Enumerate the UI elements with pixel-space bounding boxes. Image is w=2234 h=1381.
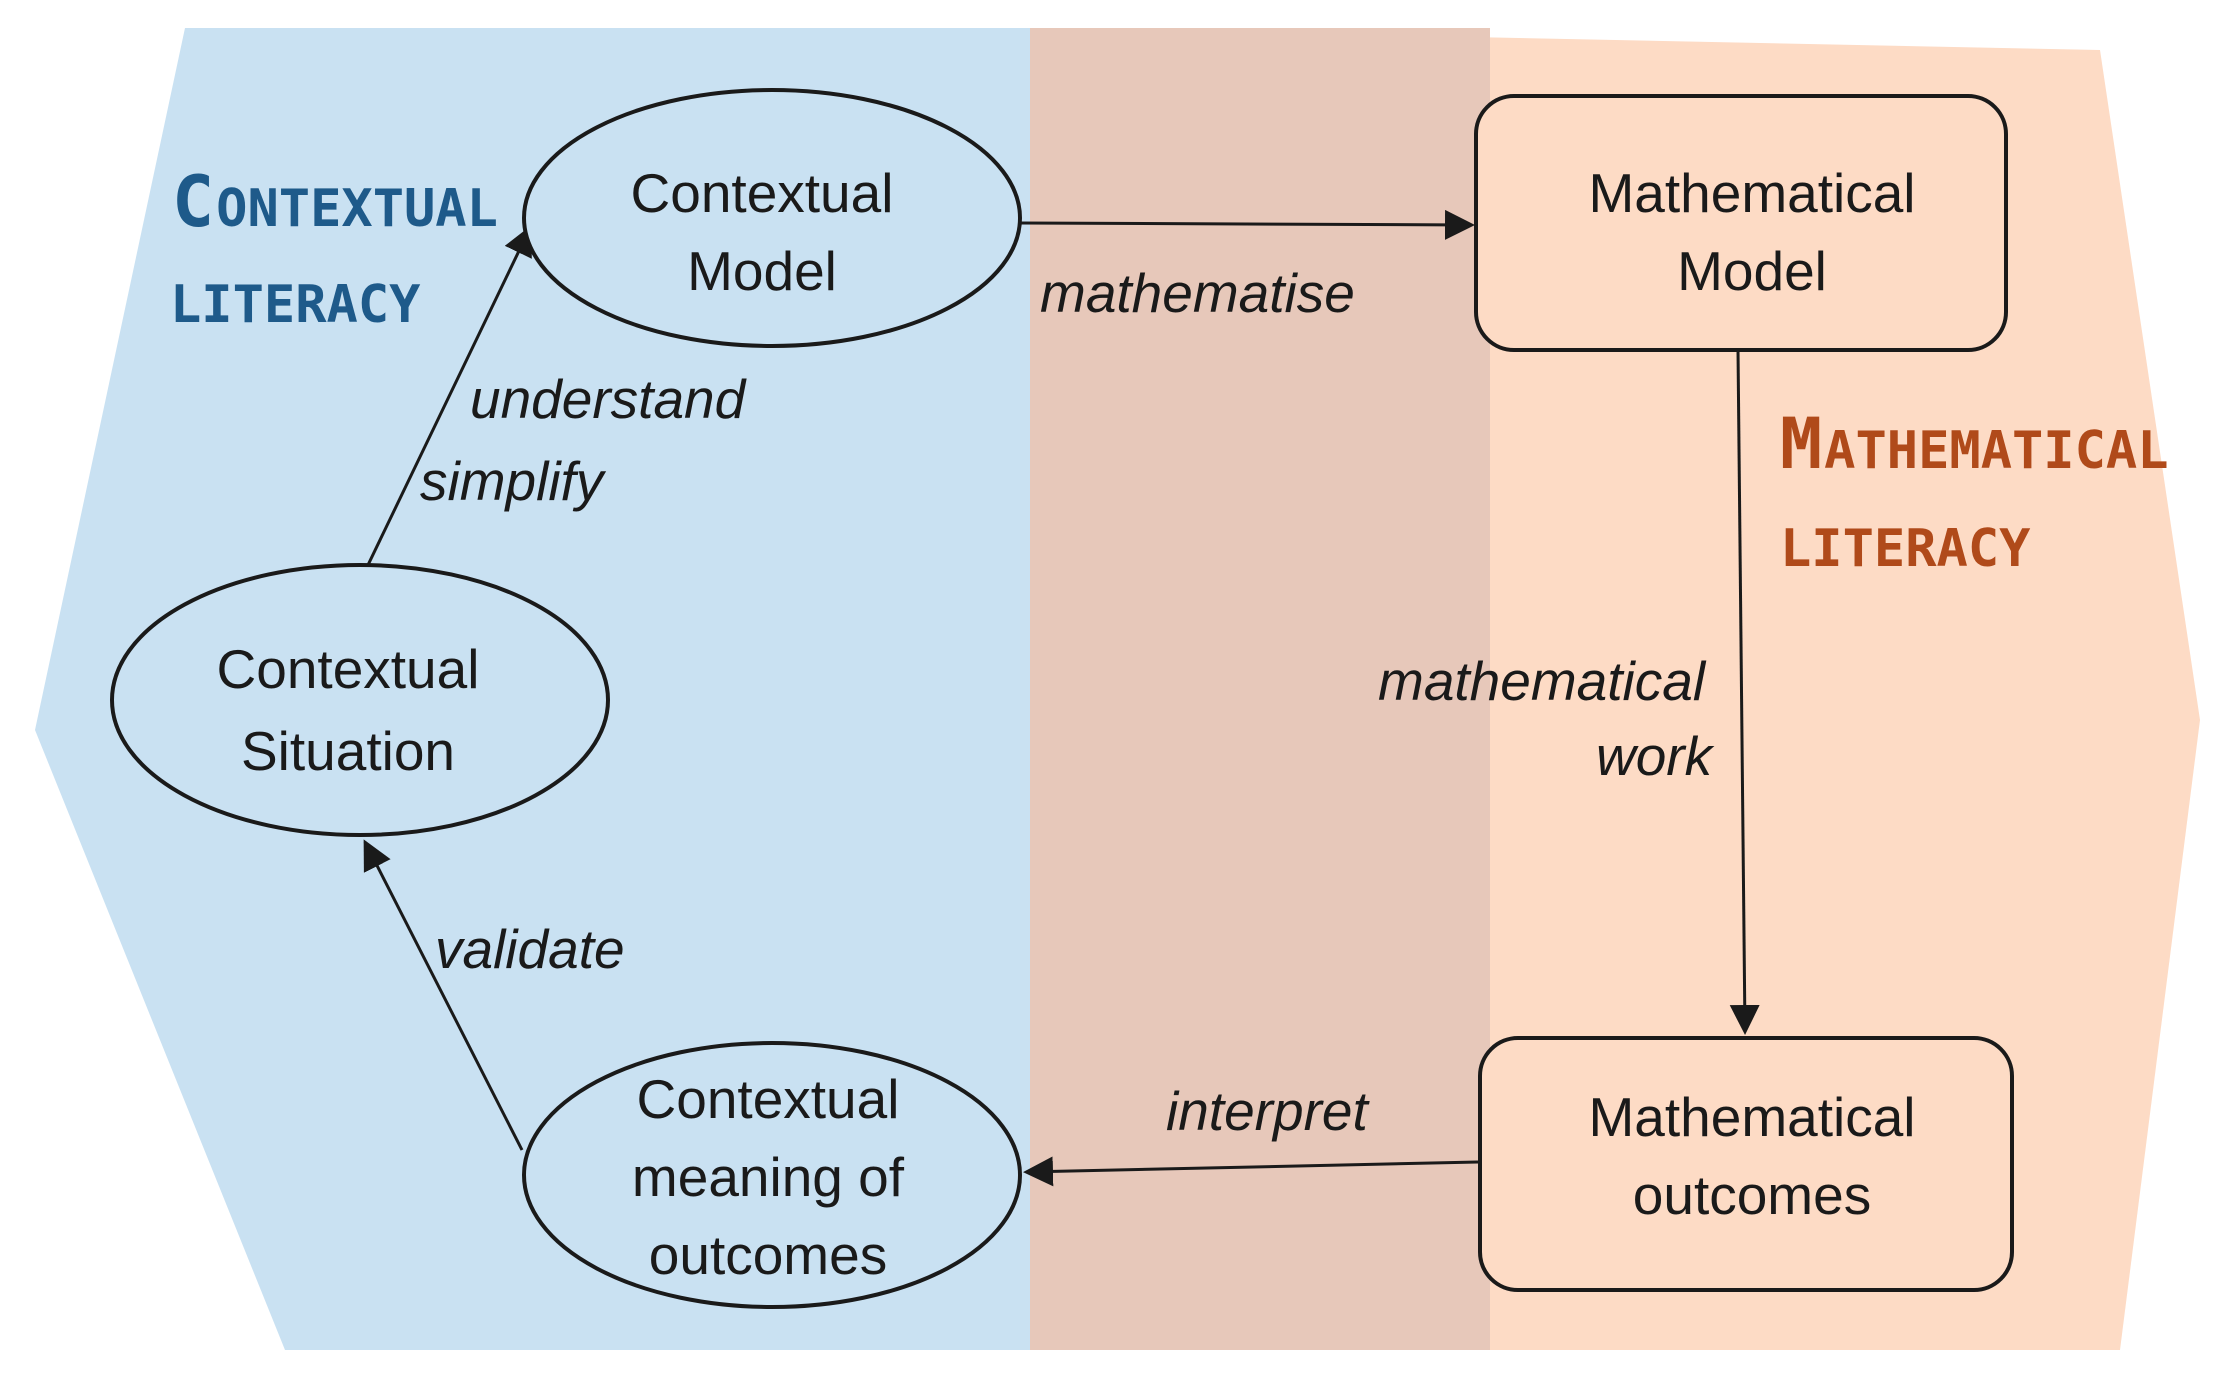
node-contextual-model: Contextual Model	[522, 88, 1022, 348]
edge-label-mathematise: mathematise	[1040, 262, 1355, 324]
svg-text:Model: Model	[687, 240, 837, 302]
svg-text:outcomes: outcomes	[649, 1224, 887, 1286]
node-mathematical-outcomes: Mathematical outcomes	[1478, 1036, 2014, 1292]
mathematical-literacy-subtitle: LITERACY	[1780, 519, 2031, 579]
arrow-mathematise	[1019, 209, 1475, 240]
arrow-validate	[363, 839, 524, 1151]
edge-label-understand: understand	[470, 368, 748, 430]
mathematical-literacy-title: MATHEMATICAL	[1780, 403, 2169, 485]
overlap-region	[1030, 28, 1490, 1350]
edge-label-validate: validate	[435, 918, 625, 980]
svg-text:Situation: Situation	[241, 720, 455, 782]
edge-label-interpret: interpret	[1166, 1080, 1370, 1142]
svg-text:outcomes: outcomes	[1633, 1164, 1871, 1226]
svg-text:meaning of: meaning of	[632, 1146, 905, 1208]
edge-label-simplify: simplify	[420, 450, 607, 512]
contextual-literacy-title: CONTEXTUAL	[172, 161, 498, 243]
svg-text:Contextual: Contextual	[631, 162, 894, 224]
svg-text:Contextual: Contextual	[217, 638, 480, 700]
arrow-interpret	[1023, 1156, 1479, 1187]
node-contextual-meaning-of-outcomes: Contextual meaning of outcomes	[522, 1041, 1022, 1309]
edge-label-mathematical: mathematical	[1378, 650, 1707, 712]
contextual-literacy-subtitle: LITERACY	[170, 275, 421, 335]
svg-text:Mathematical: Mathematical	[1588, 1086, 1915, 1148]
edge-label-work: work	[1596, 725, 1715, 787]
arrow-mathematical-work	[1729, 349, 1760, 1035]
svg-text:Model: Model	[1677, 240, 1827, 302]
node-contextual-situation: Contextual Situation	[110, 563, 610, 837]
node-mathematical-model: Mathematical Model	[1474, 94, 2008, 352]
svg-text:Mathematical: Mathematical	[1588, 162, 1915, 224]
svg-text:Contextual: Contextual	[637, 1068, 900, 1130]
arrow-understand	[366, 225, 532, 566]
